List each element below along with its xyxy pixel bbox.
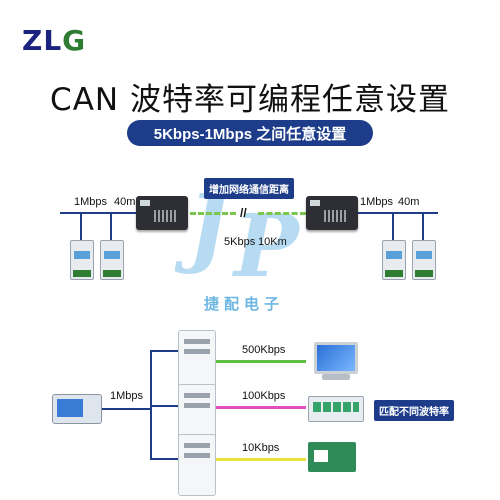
hmi-device-icon [308, 396, 364, 422]
monitor-icon [314, 342, 358, 374]
right-bus-line [358, 212, 438, 214]
left-bus-line [60, 212, 136, 214]
logo-letter-l: L [43, 24, 63, 57]
right-drop-1 [392, 212, 394, 240]
can-module-icon [70, 240, 94, 280]
monitor-stand [322, 374, 350, 380]
bus-branch-2 [150, 405, 178, 407]
gateway-icon [306, 196, 358, 230]
right-distance-label: 40m [398, 196, 420, 208]
left-drop-2 [110, 212, 112, 240]
right-drop-2 [422, 212, 424, 240]
can-module-icon [382, 240, 406, 280]
bus-branch-1 [150, 350, 178, 352]
logo-letter-z: Z [22, 24, 44, 57]
channel-line-100k [216, 406, 306, 409]
link-distance-label: 10Km [258, 236, 287, 248]
terminal-icon [52, 394, 102, 424]
left-distance-label: 40m [114, 196, 136, 208]
distance-tag: 增加网络通信距离 [204, 178, 294, 199]
long-link-left [190, 212, 236, 215]
left-rate-label: 1Mbps [74, 196, 108, 208]
channel-rate-label: 10Kbps [242, 442, 280, 454]
channel-rate-label: 100Kbps [242, 390, 286, 402]
subtitle-badge: 5Kbps-1Mbps 之间任意设置 [127, 120, 373, 146]
channel-line-500k [216, 360, 306, 363]
zlg-logo: ZLG [22, 24, 86, 57]
bus-line [102, 408, 152, 410]
gateway-icon [136, 196, 188, 230]
bus-rate-label: 1Mbps [110, 390, 144, 402]
watermark-text: 捷配电子 [204, 296, 285, 313]
can-module-icon [412, 240, 436, 280]
gateway-icon [178, 434, 216, 496]
channel-rate-label: 500Kbps [242, 344, 286, 356]
channel-line-10k [216, 458, 306, 461]
left-drop-1 [80, 212, 82, 240]
break-mark: // [240, 206, 247, 220]
bus-branch-3 [150, 458, 178, 460]
baud-match-tag: 匹配不同波特率 [374, 400, 454, 421]
page-title: CAN 波特率可编程任意设置 [50, 82, 450, 118]
right-rate-label: 1Mbps [360, 196, 394, 208]
logo-letter-g: G [62, 24, 87, 57]
pcb-board-icon [308, 442, 356, 472]
can-module-icon [100, 240, 124, 280]
long-link-right [258, 212, 306, 215]
gateway-icon [178, 330, 216, 392]
link-rate-label: 5Kbps [224, 236, 256, 248]
bus-trunk [150, 350, 152, 458]
